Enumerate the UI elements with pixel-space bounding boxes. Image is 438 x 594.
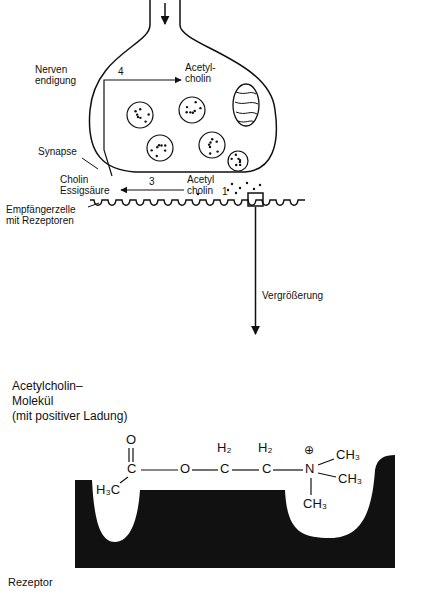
part-label: Empfängerzelle mit Rezeptoren: [6, 204, 88, 226]
callout-number: 1: [222, 186, 228, 197]
part-label: Nerven endigung: [35, 64, 87, 86]
caption-label: Vergrößerung: [262, 290, 323, 301]
transmitter-dot: [253, 188, 255, 190]
bond: [120, 477, 128, 483]
mitochondrion: [233, 84, 259, 126]
bond: [232, 469, 259, 470]
transmitter-dot: [230, 158, 232, 160]
transmitter-dot: [208, 143, 210, 145]
atom-group: CH₃: [303, 497, 327, 511]
vesicle: [147, 135, 173, 161]
bond: [141, 469, 178, 470]
transmitter-dot: [209, 152, 211, 154]
atom-symbol: O: [180, 462, 190, 476]
transmitter-dot: [164, 144, 166, 146]
transmitter-dot: [235, 164, 237, 166]
transmitter-dot: [231, 183, 233, 185]
transmitter-dot: [156, 155, 158, 157]
vesicle: [199, 132, 225, 158]
transmitter-dot: [185, 111, 187, 113]
transmitter-dot: [164, 149, 166, 151]
transmitter-dot: [150, 149, 152, 151]
bond: [192, 469, 218, 470]
part-label: Cholin Essigsäure: [60, 174, 118, 196]
signal-arrow: [164, 3, 166, 24]
atom-symbol: H₃C: [96, 483, 120, 497]
transmitter-dot: [235, 192, 237, 194]
atom-symbol: C: [127, 462, 136, 476]
transmitter-dot: [160, 144, 162, 146]
transmitter-dot: [134, 110, 136, 112]
leader-line: [88, 203, 99, 207]
recycling-arrow: [104, 80, 181, 176]
callout-number: 4: [118, 66, 124, 77]
bond: [318, 473, 336, 477]
transmitter-dot: [144, 120, 146, 122]
part-label: Rezeptor: [8, 576, 53, 588]
bonds: [120, 448, 336, 495]
bond: [273, 469, 303, 470]
magnify-arrow: [255, 207, 257, 334]
part-label: Acetyl cholin: [187, 174, 223, 196]
title-label: (mit positiver Ladung): [12, 410, 127, 423]
charge-symbol: ⊕: [304, 444, 314, 457]
leader-line: [82, 158, 98, 169]
receiver-membrane: [90, 200, 305, 205]
transmitter-dot: [194, 110, 196, 112]
transmitter-dot: [209, 141, 211, 143]
atom-group: CH₃: [336, 448, 360, 462]
bond: [128, 448, 129, 462]
transmitter-dot: [147, 113, 149, 115]
transmitter-dot: [246, 182, 248, 184]
transmitter-dot: [199, 107, 201, 109]
bond: [318, 459, 334, 465]
transmitter-dot: [209, 146, 211, 148]
atom-symbol: C: [262, 462, 271, 476]
transmitter-dot: [216, 150, 218, 152]
magnify-box: [248, 193, 263, 206]
transmitter-dot: [192, 112, 194, 114]
nerve-terminal: [89, 0, 276, 172]
transmitter-dot: [139, 108, 141, 110]
title-label: Molekül: [12, 395, 53, 408]
transmitter-dot: [239, 161, 241, 163]
vesicle: [228, 151, 248, 171]
cleavage-arrow: [121, 189, 184, 190]
transmitter-dot: [186, 106, 188, 108]
transmitter-dot: [158, 144, 160, 146]
transmitter-dot: [136, 113, 138, 115]
atom-symbol: N: [305, 462, 314, 476]
title-label: Acetylcholin–: [12, 380, 83, 393]
transmitter-dot: [211, 138, 213, 140]
atom-symbol: C: [220, 462, 229, 476]
atom-symbol: O: [126, 433, 136, 447]
transmitter-dot: [156, 146, 158, 148]
vesicles: [127, 97, 248, 171]
atom-group: CH₃: [338, 472, 362, 486]
atom-symbol: H₂: [258, 441, 272, 455]
bond: [310, 478, 311, 495]
transmitter-dot: [216, 140, 218, 142]
acetylcholin-dots: [134, 101, 261, 195]
vesicle: [127, 102, 153, 128]
callout-number: 3: [149, 176, 155, 187]
transmitter-dot: [137, 116, 139, 118]
bond: [132, 448, 133, 462]
atom-symbol: H₂: [217, 441, 231, 455]
transmitter-dot: [194, 101, 196, 103]
transmitter-dot: [259, 184, 261, 186]
mitochondrion-cristae: [235, 92, 258, 122]
part-label: Acetyl- cholin: [185, 62, 225, 84]
receptor-shape: [75, 455, 395, 568]
vesicle: [179, 97, 205, 123]
part-label: Synapse: [38, 146, 77, 157]
transmitter-dot: [239, 164, 241, 166]
transmitter-dot: [189, 111, 191, 113]
transmitter-dot: [235, 153, 237, 155]
transmitter-dot: [239, 187, 241, 189]
transmitter-dot: [139, 117, 141, 119]
